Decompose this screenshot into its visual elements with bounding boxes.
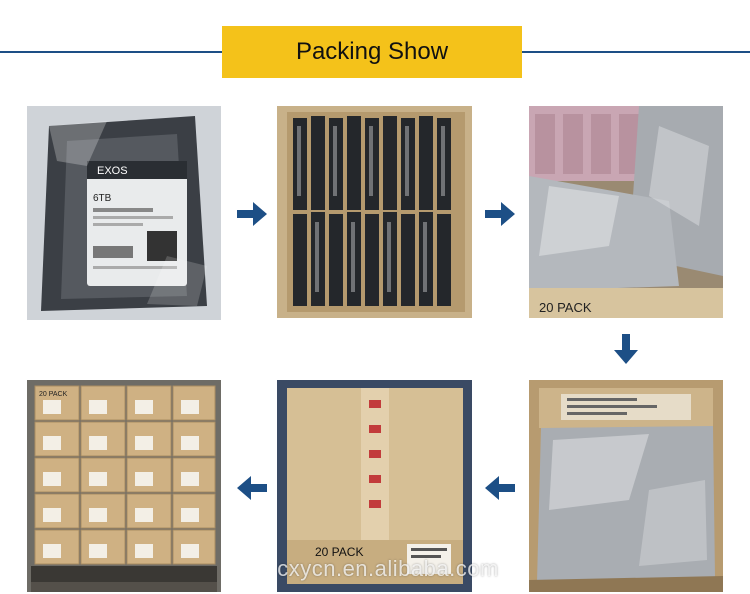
drive-brand-text: EXOS: [97, 165, 128, 177]
header-line-left: [0, 51, 222, 53]
photo-taped-carton: 20 PACK: [277, 380, 472, 592]
box-label-text: 20 PACK: [539, 300, 592, 315]
photo-hdd-bag: EXOS 6TB: [27, 106, 221, 320]
arrow-left-icon: [237, 476, 267, 500]
header-banner: Packing Show: [222, 26, 522, 78]
pallet-label-text: 20 PACK: [39, 391, 68, 398]
header-line-right: [522, 51, 750, 53]
arrow-right-icon: [485, 202, 515, 226]
photo-drives-in-box: [277, 106, 472, 318]
arrow-left-icon: [485, 476, 515, 500]
photo-sealed-bag-box: [529, 380, 723, 592]
page-title: Packing Show: [295, 38, 449, 65]
photo-pallet-cartons: 20 PACK: [27, 380, 221, 592]
carton-label-text: 20 PACK: [315, 545, 363, 559]
photo-foam-and-bags: 20 PACK: [529, 106, 723, 318]
arrow-down-icon: [614, 334, 638, 364]
drive-capacity-text: 6TB: [93, 193, 112, 204]
arrow-right-icon: [237, 202, 267, 226]
watermark-text: cxycn.en.alibaba.com: [277, 556, 499, 581]
